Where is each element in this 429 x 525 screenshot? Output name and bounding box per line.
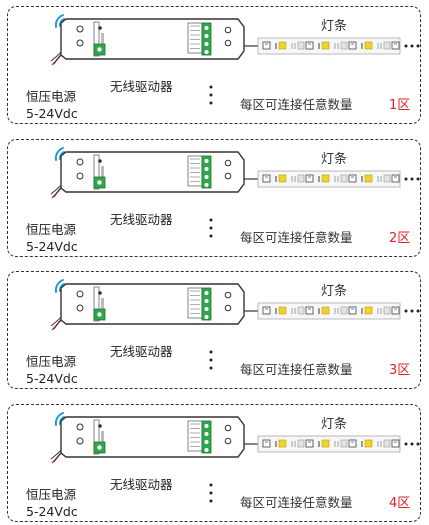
wireless-driver-unit xyxy=(60,416,245,458)
strip-continuation-dots xyxy=(404,309,420,313)
output-terminal-block xyxy=(201,287,212,321)
zone-number-label: 4区 xyxy=(389,496,411,511)
zone-number-label: 3区 xyxy=(389,363,411,378)
zone-number-label: 2区 xyxy=(389,231,411,246)
zone-number-label: 1区 xyxy=(389,98,411,113)
output-terminal-block xyxy=(201,155,212,189)
wireless-driver-unit xyxy=(60,18,245,60)
power-supply-label: 恒压电源 xyxy=(26,354,77,369)
count-per-zone-label: 每区可连接任意数量 xyxy=(240,230,353,245)
count-per-zone-label: 每区可连接任意数量 xyxy=(240,495,353,510)
count-per-zone-label: 每区可连接任意数量 xyxy=(240,362,353,377)
wireless-driver-unit xyxy=(60,151,245,193)
zone-panel-2: 灯条恒压电源 5-24Vdc 无线驱动器每区可连接任意数量 2区 xyxy=(7,139,421,257)
zone-wiring-drawing xyxy=(50,147,420,238)
driver-label: 无线驱动器 xyxy=(110,212,173,227)
voltage-label: 5-24Vdc xyxy=(26,371,78,386)
input-terminal-block xyxy=(93,43,106,56)
wireless-driver-unit xyxy=(60,283,245,325)
led-strip xyxy=(257,37,401,55)
strip-continuation-dots xyxy=(404,177,420,181)
zone-wiring-drawing xyxy=(50,279,420,370)
more-drivers-ellipsis xyxy=(209,218,213,238)
strip-continuation-dots xyxy=(404,44,420,48)
power-supply-label: 恒压电源 xyxy=(26,487,77,502)
zone-panel-3: 灯条恒压电源 5-24Vdc 无线驱动器每区可连接任意数量 3区 xyxy=(7,271,421,389)
strip-label: 灯条 xyxy=(321,284,348,299)
input-terminal-block xyxy=(93,308,106,321)
voltage-label: 5-24Vdc xyxy=(26,504,78,519)
driver-label: 无线驱动器 xyxy=(110,79,173,94)
count-per-zone-label: 每区可连接任意数量 xyxy=(240,97,353,112)
more-drivers-ellipsis xyxy=(209,350,213,370)
strip-label: 灯条 xyxy=(321,152,348,167)
driver-label: 无线驱动器 xyxy=(110,344,173,359)
output-terminal-block xyxy=(201,420,212,454)
zone-wiring-drawing xyxy=(50,14,420,105)
zone-panel-4: 灯条恒压电源 5-24Vdc 无线驱动器每区可连接任意数量 4区 xyxy=(7,404,421,522)
output-terminal-block xyxy=(201,22,212,56)
strip-continuation-dots xyxy=(404,442,420,446)
input-terminal-block xyxy=(93,176,106,189)
power-supply-label: 恒压电源 xyxy=(26,89,77,104)
voltage-label: 5-24Vdc xyxy=(26,239,78,254)
led-strip xyxy=(257,302,401,320)
voltage-label: 5-24Vdc xyxy=(26,106,78,121)
led-strip xyxy=(257,170,401,188)
more-drivers-ellipsis xyxy=(209,483,213,503)
input-terminal-block xyxy=(93,441,106,454)
zone-panel-1: 灯条恒压电源 5-24Vdc 无线驱动器每区可连接任意数量 1区 xyxy=(7,6,421,124)
more-drivers-ellipsis xyxy=(209,85,213,105)
led-strip xyxy=(257,435,401,453)
zone-wiring-drawing xyxy=(50,412,420,503)
strip-label: 灯条 xyxy=(321,19,348,34)
power-supply-label: 恒压电源 xyxy=(26,222,77,237)
strip-label: 灯条 xyxy=(321,417,348,432)
driver-label: 无线驱动器 xyxy=(110,477,173,492)
